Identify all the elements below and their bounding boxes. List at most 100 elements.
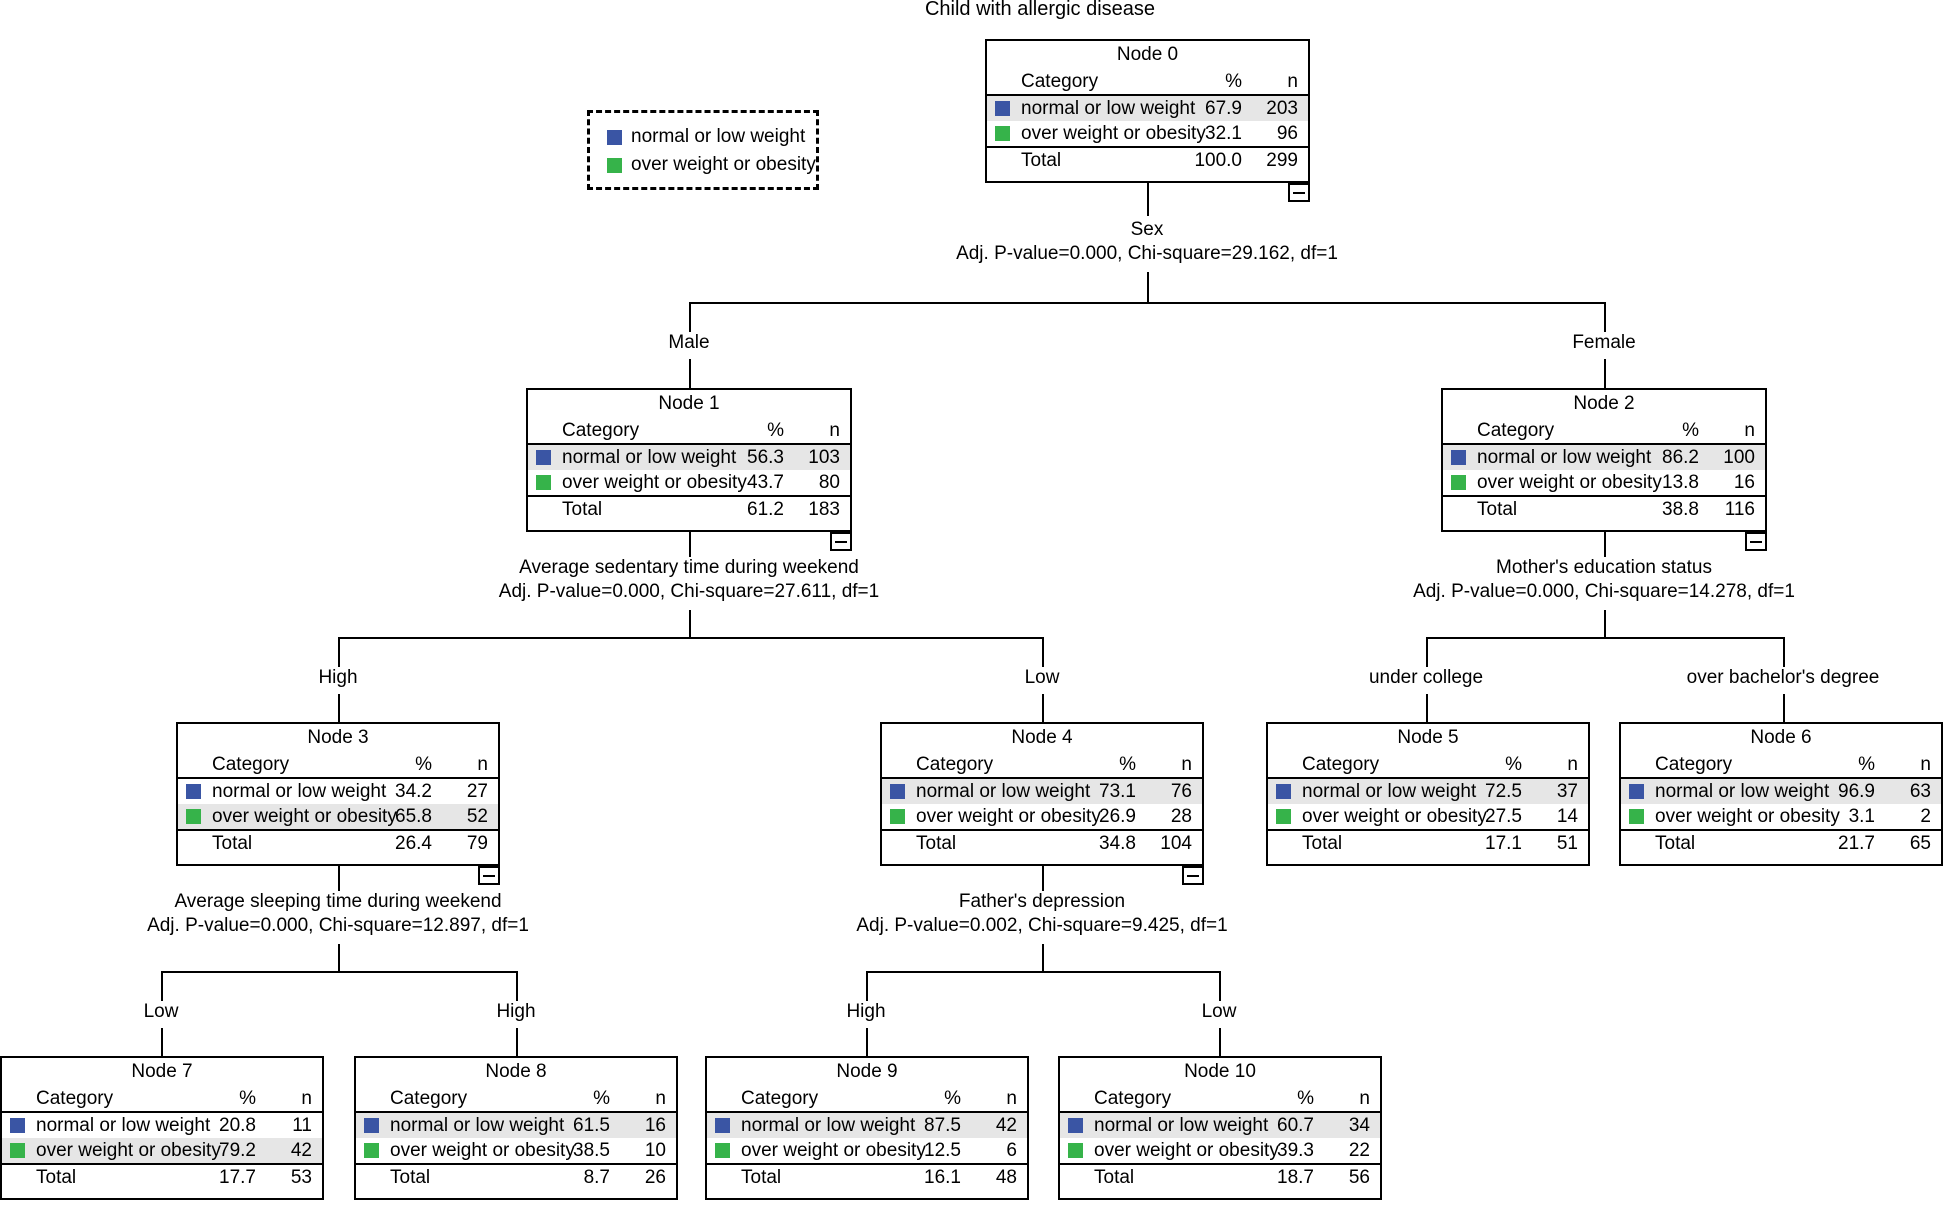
branch-label-sedentary-low: Low [1024, 667, 1060, 688]
swatch-blue-icon [186, 784, 201, 800]
table-header-row: Category % n [1621, 751, 1941, 780]
connector-line [1147, 272, 1149, 302]
row-count: 80 [794, 470, 850, 498]
row-percent: 38.5 [505, 1138, 620, 1166]
node-stats-table: Category % n normal or low weight 20.8 1… [2, 1085, 322, 1191]
node-box-node7[interactable]: Node 7 Category % n normal or low weight… [0, 1056, 324, 1200]
table-header-row: Category % n [1443, 417, 1765, 446]
connector-line [1042, 637, 1044, 667]
row-label: normal or low weight [562, 444, 736, 471]
connector-line [1604, 359, 1606, 388]
header-count: n [1324, 1085, 1380, 1114]
row-percent: 60.7 [1209, 1112, 1324, 1139]
total-percent: 34.8 [1099, 833, 1136, 855]
legend-item-label: normal or low weight [631, 126, 806, 147]
table-row: over weight or obesity 12.5 6 [707, 1138, 1027, 1166]
table-total-row: Total 16.1 48 [707, 1164, 1027, 1190]
row-percent: 43.7 [678, 470, 794, 498]
row-label: over weight or obesity [390, 1138, 575, 1166]
connector-line [866, 971, 1219, 973]
row-count: 10 [620, 1138, 676, 1166]
row-count: 96 [1252, 121, 1308, 149]
node-title: Node 0 [1116, 44, 1179, 65]
branch-label-female: Female [1572, 332, 1636, 353]
split-label-sleeping-time: Average sleeping time during weekend Adj… [53, 890, 623, 939]
connector-line [338, 637, 1042, 639]
split-stats: Adj. P-value=0.000, Chi-square=14.278, d… [1413, 581, 1795, 603]
total-count: 48 [995, 1167, 1017, 1189]
row-percent: 73.1 [1031, 778, 1146, 805]
row-percent: 12.5 [856, 1138, 971, 1166]
row-label: over weight or obesity [1021, 121, 1206, 149]
node-box-node8[interactable]: Node 8 Category % n normal or low weight… [354, 1056, 678, 1200]
table-row: normal or low weight 60.7 34 [1060, 1112, 1380, 1139]
total-label: Total [1094, 1167, 1135, 1189]
split-stats: Adj. P-value=0.002, Chi-square=9.425, df… [856, 915, 1228, 937]
connector-line [1426, 694, 1428, 722]
total-label: Total [562, 499, 603, 521]
row-count: 100 [1709, 444, 1765, 471]
table-header-row: Category % n [882, 751, 1202, 780]
row-label: normal or low weight [212, 781, 387, 803]
node-box-node9[interactable]: Node 9 Category % n normal or low weight… [705, 1056, 1029, 1200]
node-box-node4[interactable]: Node 4 Category % n normal or low weight… [880, 722, 1204, 866]
header-category: Category [390, 1085, 505, 1114]
table-header-row: Category % n [1060, 1085, 1380, 1114]
row-count: 14 [1532, 804, 1588, 832]
total-label: Total [1477, 499, 1518, 521]
node-box-node10[interactable]: Node 10 Category % n normal or low weigh… [1058, 1056, 1382, 1200]
row-percent: 20.8 [219, 1115, 256, 1137]
row-percent: 56.3 [678, 444, 794, 471]
connector-line [516, 971, 518, 1001]
node-box-node2[interactable]: Node 2 Category % n normal or low weight… [1441, 388, 1767, 532]
collapse-button-node1[interactable] [830, 532, 852, 551]
header-percent: % [1136, 68, 1252, 97]
node-box-node5[interactable]: Node 5 Category % n normal or low weight… [1266, 722, 1590, 866]
header-percent: % [1417, 751, 1532, 780]
header-category: Category [916, 751, 1031, 780]
node-box-node6[interactable]: Node 6 Category % n normal or low weight… [1619, 722, 1943, 866]
header-category: Category [1302, 751, 1417, 780]
header-percent: % [678, 417, 794, 446]
total-percent: 38.8 [1662, 499, 1699, 521]
split-variable: Average sedentary time during weekend [519, 557, 859, 578]
total-percent: 17.7 [219, 1167, 256, 1189]
row-count: 203 [1252, 95, 1308, 122]
header-category: Category [1094, 1085, 1209, 1114]
branch-label-over-bachelors: over bachelor's degree [1686, 667, 1880, 688]
node-title: Node 5 [1397, 727, 1459, 748]
collapse-button-node3[interactable] [478, 866, 500, 885]
node-stats-table: Category % n normal or low weight 73.1 7… [882, 751, 1202, 857]
total-percent: 21.7 [1838, 833, 1875, 855]
row-count: 16 [1709, 470, 1765, 498]
connector-line [1604, 610, 1606, 637]
node-box-node0[interactable]: Node 0 Category % n normal or low weight… [985, 39, 1310, 183]
node-box-node1[interactable]: Node 1 Category % n normal or low weight… [526, 388, 852, 532]
swatch-green-icon [1276, 809, 1291, 825]
swatch-green-icon [186, 809, 201, 825]
node-stats-table: Category % n normal or low weight 56.3 1… [528, 417, 850, 523]
connector-line [866, 971, 868, 1001]
collapse-button-node2[interactable] [1745, 532, 1767, 551]
row-count: 42 [266, 1138, 322, 1166]
collapse-button-node4[interactable] [1182, 866, 1204, 885]
table-row: over weight or obesity 13.8 16 [1443, 470, 1765, 498]
table-total-row: Total 18.7 56 [1060, 1164, 1380, 1190]
row-percent: 96.9 [1770, 778, 1885, 805]
total-count: 79 [466, 833, 488, 855]
collapse-button-node0[interactable] [1288, 183, 1310, 202]
connector-line [161, 971, 163, 1001]
table-row: over weight or obesity 79.2 42 [2, 1138, 322, 1166]
connector-line [1042, 694, 1044, 722]
connector-line [161, 971, 516, 973]
header-category: Category [1021, 68, 1137, 97]
row-label: normal or low weight [1477, 444, 1651, 471]
node-stats-table: Category % n normal or low weight 72.5 3… [1268, 751, 1588, 857]
header-percent: % [856, 1085, 971, 1114]
node-title: Node 1 [658, 393, 720, 414]
node-box-node3[interactable]: Node 3 Category % n normal or low weight… [176, 722, 500, 866]
row-label: normal or low weight [916, 778, 1090, 805]
connector-line [689, 302, 1605, 304]
header-percent: % [1770, 751, 1885, 780]
